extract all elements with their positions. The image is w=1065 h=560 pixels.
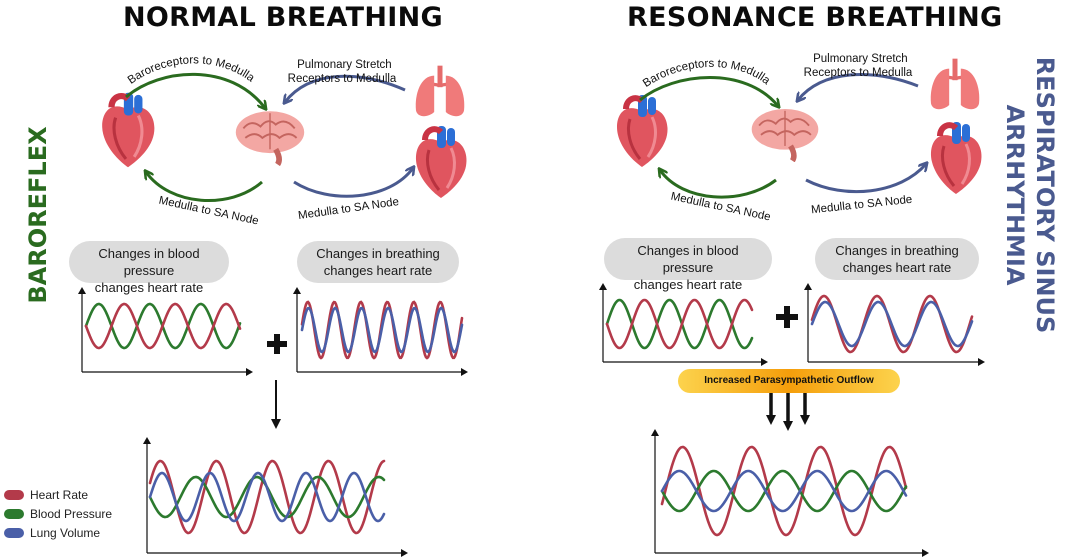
arrow-label-medulla-sa-right: Medulla to SA Node (297, 196, 399, 222)
wave-lung (810, 300, 974, 348)
wave-hr (605, 298, 754, 350)
lungs-icon (929, 56, 981, 111)
pill-br-left-line2: changes heart rate (323, 263, 433, 278)
wave-lung (660, 469, 908, 513)
legend-label: Lung Volume (30, 526, 101, 540)
plot-axes-left-combined (143, 437, 408, 557)
pill-br-left-line1: Changes in breathing (316, 246, 440, 261)
arrow-medulla-to-sa-right-right (805, 164, 926, 194)
arrow-medulla-to-sa-left-right (660, 170, 777, 199)
pill-br-right: Changes in breathing changes heart rate (815, 238, 979, 280)
wave-lung (148, 471, 386, 523)
pill-bp-left-line2: changes heart rate (94, 280, 204, 295)
arrow-medulla-to-sa-left (146, 172, 263, 203)
heading-normal-breathing: NORMAL BREATHING (123, 2, 443, 33)
arrow-label-baro: Baroreceptors to Medulla (126, 54, 257, 86)
arrow-baro-to-medulla (125, 72, 265, 108)
arrow-label-medulla-sa-left-right: Medulla to SA Node (670, 191, 772, 224)
wave-bp (605, 298, 754, 350)
pill-br-left: Changes in breathing changes heart rate (297, 241, 459, 283)
waveforms (84, 294, 974, 537)
heart-icon (931, 122, 982, 194)
plus-icon (776, 306, 798, 328)
pill-bp-right-line1: Changes in blood pressure (637, 243, 739, 275)
pill-br-right-line1: Changes in breathing (835, 243, 959, 258)
pill-bp-right: Changes in blood pressure changes heart … (604, 238, 772, 292)
wave-hr (810, 294, 974, 354)
legend-swatch (4, 528, 24, 538)
arrow-medulla-to-sa-right (293, 168, 413, 198)
arrow-pulmonary-to-medulla-right (798, 72, 919, 100)
legend-label: Heart Rate (30, 488, 89, 502)
plot-axes-right-bp (599, 283, 768, 366)
brain-icon (236, 111, 304, 164)
wave-bp (148, 475, 386, 519)
arrow-label-pulm: Pulmonary Stretch Receptors to Medulla (288, 59, 397, 85)
pill-bp-left: Changes in blood pressure changes heart … (69, 241, 229, 295)
pill-bp-left-line1: Changes in blood pressure (98, 246, 200, 278)
heart-icon (416, 126, 467, 198)
wave-bp (660, 469, 908, 513)
arrow-pulmonary-to-medulla (285, 74, 406, 102)
plot-axes-right-br (804, 283, 985, 366)
parasympathetic-outflow-badge: Increased Parasympathetic Outflow (678, 369, 900, 393)
legend-label: Blood Pressure (30, 507, 113, 521)
pill-br-right-line2: changes heart rate (842, 260, 952, 275)
legend-item-blood-pressure: Blood Pressure (4, 507, 112, 521)
heading-resonance-breathing: RESONANCE BREATHING (627, 2, 1003, 33)
wave-lung (300, 306, 464, 354)
heart-icon (102, 93, 154, 167)
legend-item-heart-rate: Heart Rate (4, 488, 88, 502)
legend-swatch (4, 509, 24, 519)
lungs-icon (414, 64, 466, 118)
plot-axes-left-bp (78, 287, 253, 376)
arrow-baro-to-medulla-right (639, 76, 778, 107)
plot-axes-left-br (293, 287, 468, 376)
plus-icon (267, 334, 287, 354)
arrow-label-pulm-right: Pulmonary Stretch Receptors to Medulla (804, 53, 913, 79)
heart-icon (617, 95, 668, 167)
wave-hr (148, 459, 386, 535)
wave-hr (84, 302, 242, 350)
legend-swatch (4, 490, 24, 500)
arrow-label-medulla-sa-right-right: Medulla to SA Node (811, 194, 913, 217)
legend-item-lung-volume: Lung Volume (4, 526, 100, 540)
pill-bp-right-line2: changes heart rate (633, 277, 743, 292)
brain-icon (752, 109, 819, 161)
plot-axes-right-combined (651, 429, 929, 557)
